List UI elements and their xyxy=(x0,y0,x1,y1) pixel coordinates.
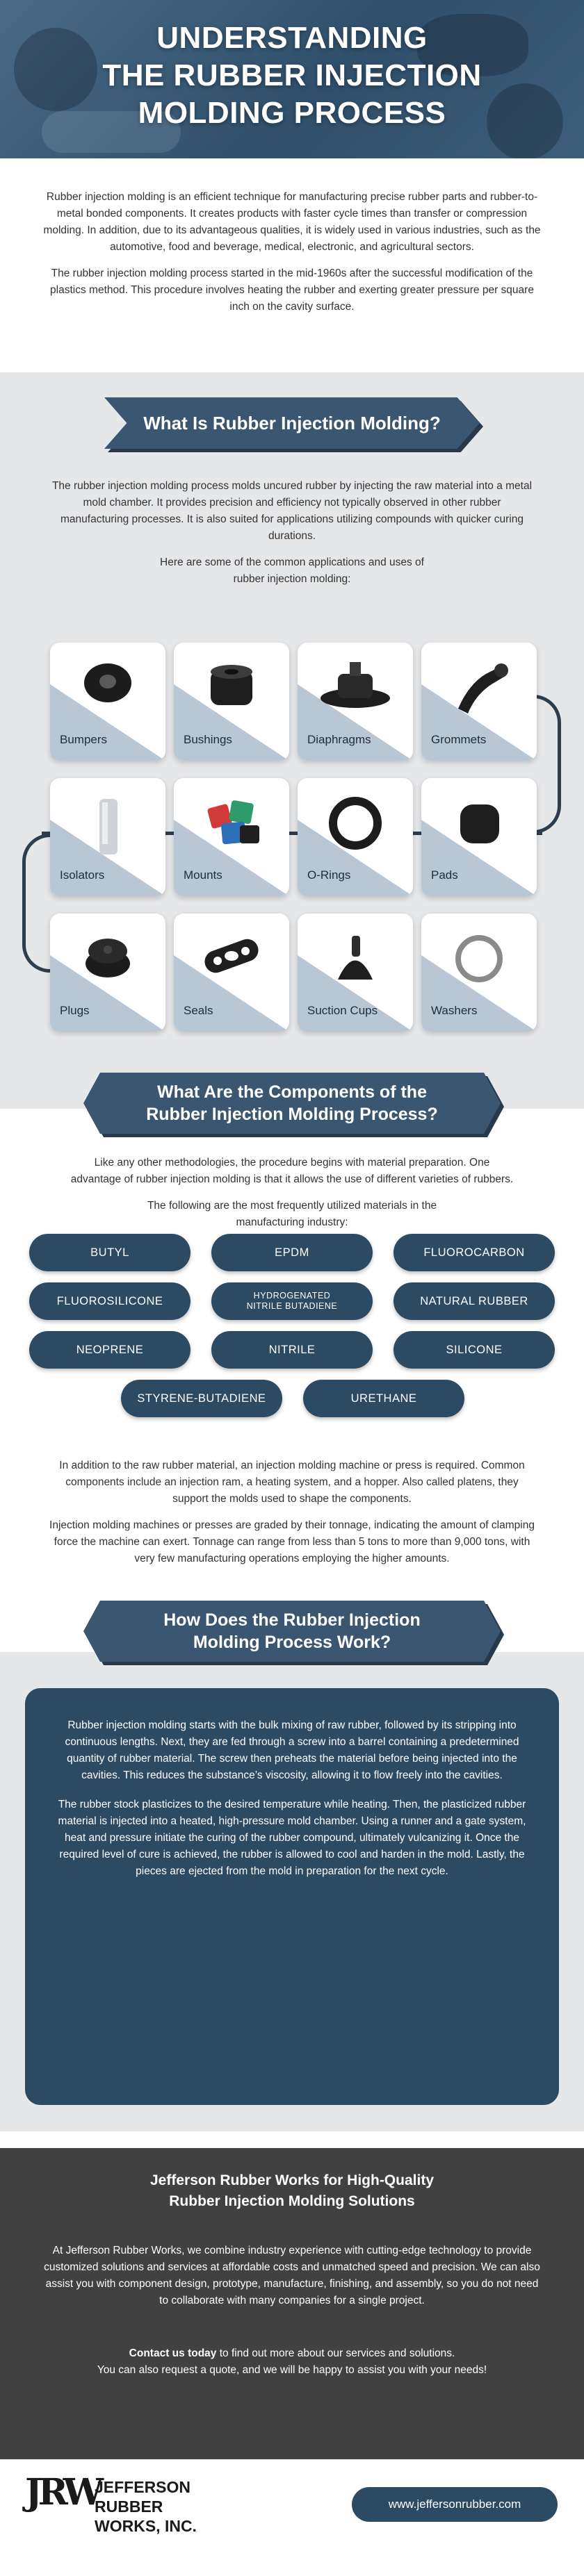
isolator-icon xyxy=(99,799,117,854)
title-line: MOLDING PROCESS xyxy=(138,96,446,130)
application-card: Diaphragms xyxy=(298,643,413,761)
connector-line xyxy=(42,832,542,835)
intro-text: Rubber injection molding is an efficient… xyxy=(42,189,542,325)
logo-text: JEFFERSON RUBBER WORKS, INC. xyxy=(95,2478,197,2535)
application-label: Suction Cups xyxy=(307,1004,378,1017)
section-heading-text: What Are the Components of the xyxy=(157,1082,427,1102)
application-card: Bumpers xyxy=(50,643,165,761)
process-box: Rubber injection molding starts with the… xyxy=(25,1688,559,2105)
cta-contact: Contact us today to find out more about … xyxy=(129,2347,455,2359)
material-pill: STYRENE-BUTADIENE xyxy=(121,1380,282,1417)
section2-text: In addition to the raw rubber material, … xyxy=(49,1458,535,1577)
section-heading: What Is Rubber Injection Molding? xyxy=(104,397,480,449)
application-label: Grommets xyxy=(431,733,487,746)
pad-icon xyxy=(460,804,499,843)
application-card: Seals xyxy=(174,914,289,1032)
material-pill: FLUOROSILICONE xyxy=(29,1282,190,1320)
mount-icon xyxy=(207,800,259,845)
grommet-icon xyxy=(458,663,508,713)
application-card: Washers xyxy=(421,914,537,1032)
material-pill: NITRILE xyxy=(211,1331,373,1369)
application-card: Suction Cups xyxy=(298,914,413,1032)
application-card: O-Rings xyxy=(298,778,413,896)
paragraph: Here are some of the common applications… xyxy=(160,556,424,585)
intro-paragraph: The rubber injection molding process sta… xyxy=(50,267,534,313)
intro-paragraph: Rubber injection molding is an efficient… xyxy=(43,191,541,253)
section-heading-text: Molding Process Work? xyxy=(193,1633,391,1652)
section2-intro: Like any other methodologies, the proced… xyxy=(70,1155,514,1241)
plug-icon xyxy=(86,939,130,977)
company-logo[interactable]: JRW JEFFERSON RUBBER WORKS, INC. xyxy=(25,2473,220,2557)
o-ring-icon xyxy=(329,797,382,850)
application-card: Grommets xyxy=(421,643,537,761)
section-heading-text: Rubber Injection Molding Process? xyxy=(146,1105,438,1124)
rubber-part-image xyxy=(14,28,97,111)
application-label: Isolators xyxy=(60,868,105,882)
connector-line xyxy=(22,834,60,973)
material-pill: HYDROGENATED NITRILE BUTADIENE xyxy=(211,1282,373,1320)
material-pill: NEOPRENE xyxy=(29,1331,190,1369)
material-pill: NATURAL RUBBER xyxy=(394,1282,555,1320)
logo-mark: JRW xyxy=(25,2471,104,2513)
washer-icon xyxy=(455,935,503,982)
application-label: Bushings xyxy=(184,733,232,746)
paragraph: The following are the most frequently ut… xyxy=(147,1200,437,1228)
application-card: Plugs xyxy=(50,914,165,1032)
section-heading: How Does the Rubber Injection Molding Pr… xyxy=(83,1601,501,1662)
section-heading-text: What Is Rubber Injection Molding? xyxy=(143,413,441,434)
application-label: Seals xyxy=(184,1004,213,1017)
title-line: THE RUBBER INJECTION xyxy=(102,58,482,92)
hero-banner: UNDERSTANDING THE RUBBER INJECTION MOLDI… xyxy=(0,0,584,158)
application-label: Pads xyxy=(431,868,458,882)
paragraph: Injection molding machines or presses ar… xyxy=(49,1519,535,1564)
section1-text: The rubber injection molding process mol… xyxy=(49,478,535,597)
section-heading: What Are the Components of the Rubber In… xyxy=(83,1073,501,1134)
material-pill: SILICONE xyxy=(394,1331,555,1369)
cta-title: Jefferson Rubber Works for High-Quality … xyxy=(150,2172,434,2209)
section-heading-text: How Does the Rubber Injection xyxy=(163,1610,421,1630)
rubber-part-image xyxy=(417,14,528,76)
rubber-part-image xyxy=(487,83,563,158)
paragraph: Like any other methodologies, the proced… xyxy=(70,1157,514,1185)
application-label: Diaphragms xyxy=(307,733,371,746)
cta-paragraph: At Jefferson Rubber Works, we combine in… xyxy=(44,2245,540,2306)
application-label: O-Rings xyxy=(307,868,351,882)
material-pill: BUTYL xyxy=(29,1234,190,1271)
suction-cup-icon xyxy=(338,936,373,980)
cta-section: Jefferson Rubber Works for High-Quality … xyxy=(0,2148,584,2459)
material-pill: URETHANE xyxy=(303,1380,464,1417)
bushing-icon xyxy=(211,665,252,705)
application-card: Pads xyxy=(421,778,537,896)
paragraph: The rubber stock plasticizes to the desi… xyxy=(58,1799,526,1877)
seal-icon xyxy=(204,939,259,973)
cta-paragraph: You can also request a quote, and we wil… xyxy=(97,2364,487,2376)
application-card: Isolators xyxy=(50,778,165,896)
application-label: Washers xyxy=(431,1004,478,1017)
application-label: Bumpers xyxy=(60,733,108,746)
diaphragm-icon xyxy=(321,662,390,708)
application-card: Mounts xyxy=(174,778,289,896)
application-label: Plugs xyxy=(60,1004,90,1017)
application-card: Bushings xyxy=(174,643,289,761)
paragraph: In addition to the raw rubber material, … xyxy=(59,1460,525,1505)
application-label: Mounts xyxy=(184,868,222,882)
material-pill: EPDM xyxy=(211,1234,373,1271)
paragraph: Rubber injection molding starts with the… xyxy=(65,1719,519,1781)
rubber-part-image xyxy=(42,111,181,153)
website-link[interactable]: www.jeffersonrubber.com xyxy=(352,2487,558,2522)
page-title: UNDERSTANDING THE RUBBER INJECTION MOLDI… xyxy=(0,19,584,132)
title-line: UNDERSTANDING xyxy=(156,21,428,55)
bumper-icon xyxy=(84,663,131,702)
contact-link[interactable]: Contact us today xyxy=(129,2347,217,2359)
paragraph: The rubber injection molding process mol… xyxy=(51,480,533,542)
material-pill: FLUOROCARBON xyxy=(394,1234,555,1271)
